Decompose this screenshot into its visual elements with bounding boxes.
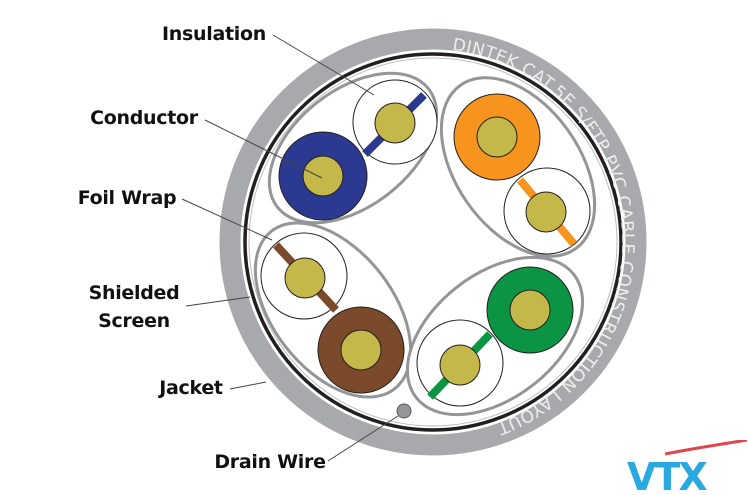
leader-conductor — [204, 119, 323, 179]
label-shielded-screen: Shielded Screen — [84, 281, 184, 333]
leader-drain-wire — [327, 415, 399, 462]
conductor — [302, 155, 344, 197]
shield-inner-line — [248, 57, 618, 427]
pair-brown — [253, 221, 413, 399]
conductor — [476, 116, 518, 158]
conductor — [439, 344, 481, 386]
jacket — [219, 28, 647, 456]
leader-jacket — [229, 381, 267, 390]
conductor — [374, 102, 416, 144]
label-drain-wire: Drain Wire — [214, 451, 326, 473]
pair-blue — [267, 71, 439, 225]
conductor — [284, 257, 326, 299]
label-conductor: Conductor — [90, 107, 198, 129]
leader-foil-wrap — [181, 198, 273, 241]
pair-green — [405, 255, 585, 417]
vtx-logo-text: VTX — [627, 455, 707, 495]
label-foil-wrap: Foil Wrap — [77, 187, 177, 209]
label-shielded-screen-line2: Screen — [98, 310, 170, 332]
pair-orange — [439, 76, 597, 258]
conductor — [509, 289, 551, 331]
label-jacket: Jacket — [159, 377, 223, 399]
label-shielded-screen-line1: Shielded — [88, 282, 180, 304]
drain-wire — [396, 403, 412, 419]
leader-insulation — [272, 34, 375, 96]
conductor — [340, 329, 382, 371]
leader-shielded-screen — [185, 296, 251, 307]
vtx-logo-swoosh — [664, 440, 748, 456]
conductor — [525, 191, 567, 233]
label-insulation: Insulation — [162, 23, 266, 45]
vtx-logo: VTX — [627, 440, 748, 495]
